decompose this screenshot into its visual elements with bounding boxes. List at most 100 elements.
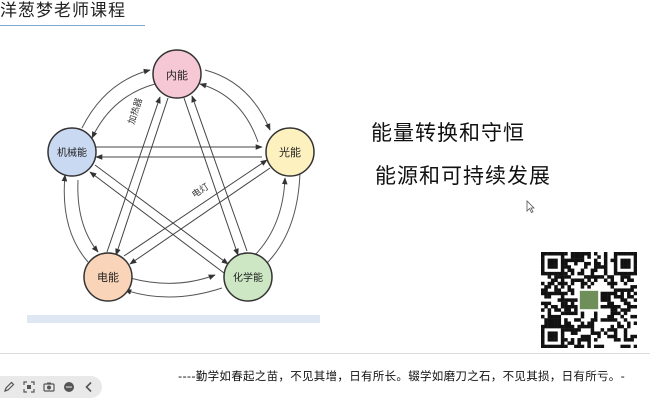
qr-module [550,271,555,276]
arrow-electrical-to-mechanical [61,174,89,263]
qr-module [623,258,628,263]
qr-module [587,324,591,329]
qr-module [613,281,618,286]
qr-module [590,324,595,329]
qr-module [554,331,558,335]
qr-module [587,285,591,289]
camera-icon[interactable] [42,380,56,394]
qr-module [544,344,548,348]
qr-module [610,304,615,309]
qr-module [554,265,558,269]
qr-module [600,328,605,332]
qr-code[interactable] [541,252,637,348]
qr-module [564,308,568,312]
qr-module [607,328,611,332]
qr-module [584,252,588,256]
qr-module [557,298,562,302]
qr-module [570,304,575,309]
qr-module [560,301,565,306]
qr-module [630,271,634,276]
qr-module [620,295,624,299]
qr-module [610,285,615,289]
qr-module [603,295,608,299]
qr-module [590,268,595,273]
qr-module [574,318,578,322]
qr-module [623,311,628,316]
qr-module [580,344,585,348]
qr-module [580,311,585,316]
qr-module [560,275,565,279]
energy-conversion-diagram: 内能 机械能 光能 电能 化学能 加热器 电灯 [47,49,315,302]
qr-module [590,321,595,326]
qr-module [567,321,571,326]
qr-module [560,255,565,259]
qr-module [560,338,565,342]
qr-module [627,295,631,299]
qr-module [554,308,558,312]
qr-module [560,334,565,339]
qr-module [587,255,591,259]
qr-module [590,275,595,279]
qr-module [620,278,624,282]
qr-module [574,261,578,266]
qr-module [633,298,637,302]
qr-module [580,334,585,339]
qr-module [541,301,545,306]
qr-module [630,295,634,299]
qr-module [613,268,618,273]
arrow-internal-to-chemical [183,97,239,256]
qr-module [603,318,608,322]
back-icon[interactable] [82,380,96,394]
qr-module [544,285,548,289]
qr-module [550,331,555,335]
qr-module [560,271,565,276]
qr-module [590,331,595,335]
qr-module [607,295,611,299]
chat-icon[interactable] [62,380,76,394]
qr-module [617,304,621,309]
qr-module [623,281,628,286]
qr-module [577,338,581,342]
arrow-chemical-to-light [251,177,288,259]
qr-module [567,308,571,312]
qr-module [587,341,591,345]
qr-module [603,255,608,259]
qr-module [550,338,555,342]
node-mechanical-energy: 机械能 [47,127,97,177]
qr-module [557,291,562,296]
qr-module [557,344,562,348]
qr-module [633,291,637,296]
qr-module [627,278,631,282]
arrow-internal-to-mechanical [91,83,156,139]
qr-module [633,304,637,309]
arrow-light-to-internal [199,83,259,143]
qr-module [613,331,618,335]
qr-module [610,314,615,319]
qr-module [623,308,628,312]
qr-module [560,295,565,299]
qr-module [577,328,581,332]
qr-module [554,252,558,256]
qr-module [550,261,555,266]
pencil-icon[interactable] [2,380,16,394]
qr-module [607,298,611,302]
screen-capture-icon[interactable] [22,380,36,394]
qr-module [574,304,578,309]
qr-module [607,304,611,309]
qr-module [593,344,598,348]
qr-module [550,314,555,319]
qr-module [560,265,565,269]
qr-module [587,278,591,282]
node-label: 光能 [279,145,301,159]
qr-module [541,308,545,312]
qr-module [541,255,545,259]
qr-module [547,308,552,312]
qr-module [623,301,628,306]
qr-module [560,281,565,286]
qr-module [567,265,571,269]
qr-module [554,271,558,276]
qr-module [544,318,548,322]
qr-module [623,288,628,292]
qr-module [597,261,601,266]
qr-module [623,318,628,322]
